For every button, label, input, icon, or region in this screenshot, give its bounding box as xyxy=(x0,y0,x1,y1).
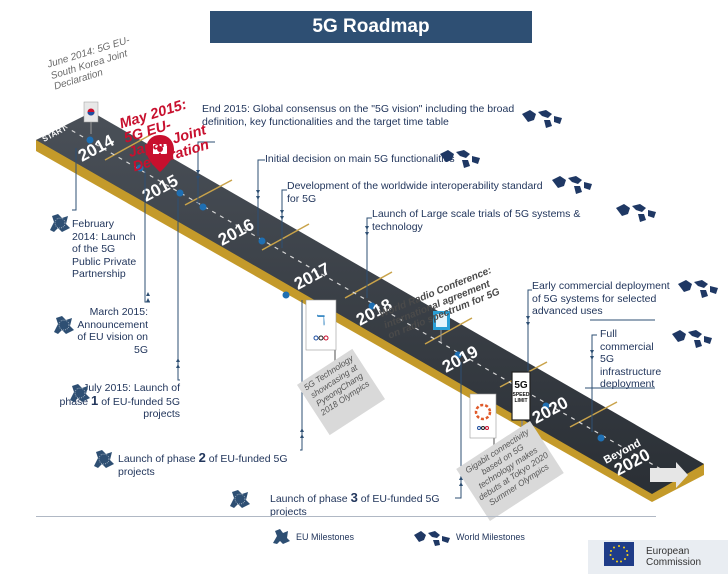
world-map-icon xyxy=(678,280,718,298)
eu-map-icon xyxy=(94,450,114,468)
tokyo-board xyxy=(469,393,497,450)
eu-milestone-phase-3: Launch of phase 3 of EU-funded 5G projec… xyxy=(270,490,460,518)
eu-milestone-text: Launch of phase xyxy=(270,493,351,505)
pyeongchang-board: ℸ xyxy=(305,299,337,372)
eu-milestone-jul-2015: July 2015: Launch of phase 1 of EU-funde… xyxy=(58,382,180,421)
wrc-pin xyxy=(433,311,450,342)
world-milestone-trials: Launch of Large scale trials of 5G syste… xyxy=(372,208,581,233)
world-milestone-early-deployment: Early commercial deployment of 5G system… xyxy=(532,280,670,317)
japan-pin xyxy=(146,135,174,172)
world-map-icon xyxy=(414,531,450,546)
eu-flag-icon xyxy=(604,542,634,566)
eu-milestone-phase-2: Launch of phase 2 of EU-funded 5G projec… xyxy=(118,450,308,478)
legend-eu-milestones: EU Milestones xyxy=(296,532,355,542)
world-milestone-functionalities: Initial decision on main 5G functionalit… xyxy=(265,153,455,165)
world-milestone-end-2015: End 2015: Global consensus on the "5G vi… xyxy=(202,103,515,128)
korea-flag-pin xyxy=(83,101,99,134)
phase-number: 3 xyxy=(350,490,358,505)
eu-milestone-text: of EU-funded 5G projects xyxy=(98,395,180,421)
ec-name-line2: Commission xyxy=(646,557,702,568)
phase-number: 2 xyxy=(198,450,206,465)
phase-number: 1 xyxy=(91,392,99,408)
eu-milestone-text: Launch of phase xyxy=(118,453,199,465)
eu-milestone-feb-2014: February 2014: Launch of the 5G Public P… xyxy=(72,218,137,280)
eu-map-icon xyxy=(70,384,90,402)
eu-milestone-text: of EU-funded 5G projects xyxy=(118,453,288,478)
world-map-icon xyxy=(616,204,656,222)
legend-world-milestones: World Milestones xyxy=(456,532,525,542)
world-milestone-standard: Development of the worldwide interoperab… xyxy=(287,180,543,205)
page-title: 5G Roadmap xyxy=(210,11,532,43)
eu-milestone-mar-2015: March 2015: Announcement of EU vision on… xyxy=(77,306,148,356)
svg-text:ℸ: ℸ xyxy=(316,312,325,328)
world-map-icon xyxy=(552,176,592,194)
eu-map-icon xyxy=(50,214,70,232)
world-map-icon xyxy=(440,150,480,168)
world-map-icon xyxy=(672,330,712,348)
world-map-icon xyxy=(522,110,562,128)
road-end-arrow xyxy=(650,462,688,488)
eu-map-icon xyxy=(230,490,250,508)
sign-5g-text: 5G xyxy=(514,380,528,391)
sign-speed-text: SPEED LIMIT xyxy=(512,392,530,404)
eu-map-icon xyxy=(54,316,74,334)
ec-name-line1: European xyxy=(646,546,690,557)
world-milestone-full-deployment: Full commercial 5G infrastructure deploy… xyxy=(600,328,662,390)
legend-divider xyxy=(36,516,656,517)
eu-milestone-text: of EU-funded 5G projects xyxy=(270,493,440,518)
eu-map-icon xyxy=(273,529,290,544)
